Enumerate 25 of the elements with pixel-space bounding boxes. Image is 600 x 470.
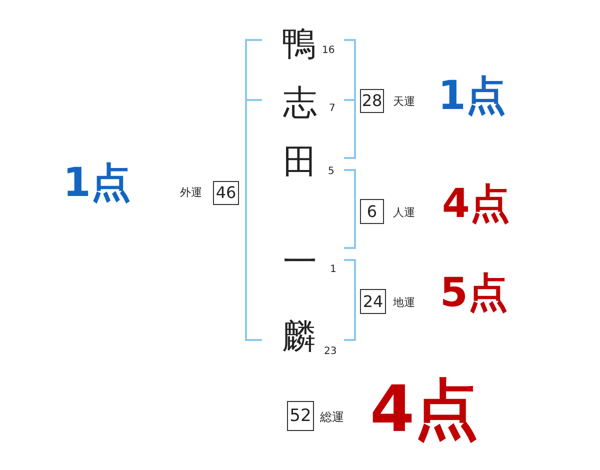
sum-box: 6 [360, 199, 384, 224]
fortune-label: 外運 [180, 187, 202, 198]
sum-box: 52 [287, 401, 314, 431]
name-character: 志 [283, 86, 317, 120]
sum-box: 46 [213, 181, 239, 205]
stroke-count: 1 [330, 265, 336, 275]
name-character: 鴨 [282, 27, 316, 61]
stroke-count: 16 [322, 46, 335, 56]
score-text: 1点 [438, 76, 506, 116]
score-text: 5点 [440, 273, 508, 313]
fortune-label: 天運 [393, 96, 415, 107]
fortune-label: 総運 [320, 411, 344, 423]
name-character: 麟 [282, 320, 316, 354]
name-character: 一 [283, 245, 317, 279]
stroke-count: 7 [329, 104, 336, 114]
fortune-label: 人運 [393, 207, 415, 218]
score-text: 4点 [370, 378, 479, 442]
score-text: 1点 [63, 163, 131, 203]
sum-box: 24 [360, 289, 386, 314]
sum-box: 28 [360, 89, 384, 113]
stroke-count: 5 [328, 167, 334, 177]
name-character: 田 [283, 145, 317, 179]
score-text: 4点 [442, 184, 510, 224]
fortune-label: 地運 [393, 297, 415, 308]
stroke-count: 23 [324, 347, 337, 357]
